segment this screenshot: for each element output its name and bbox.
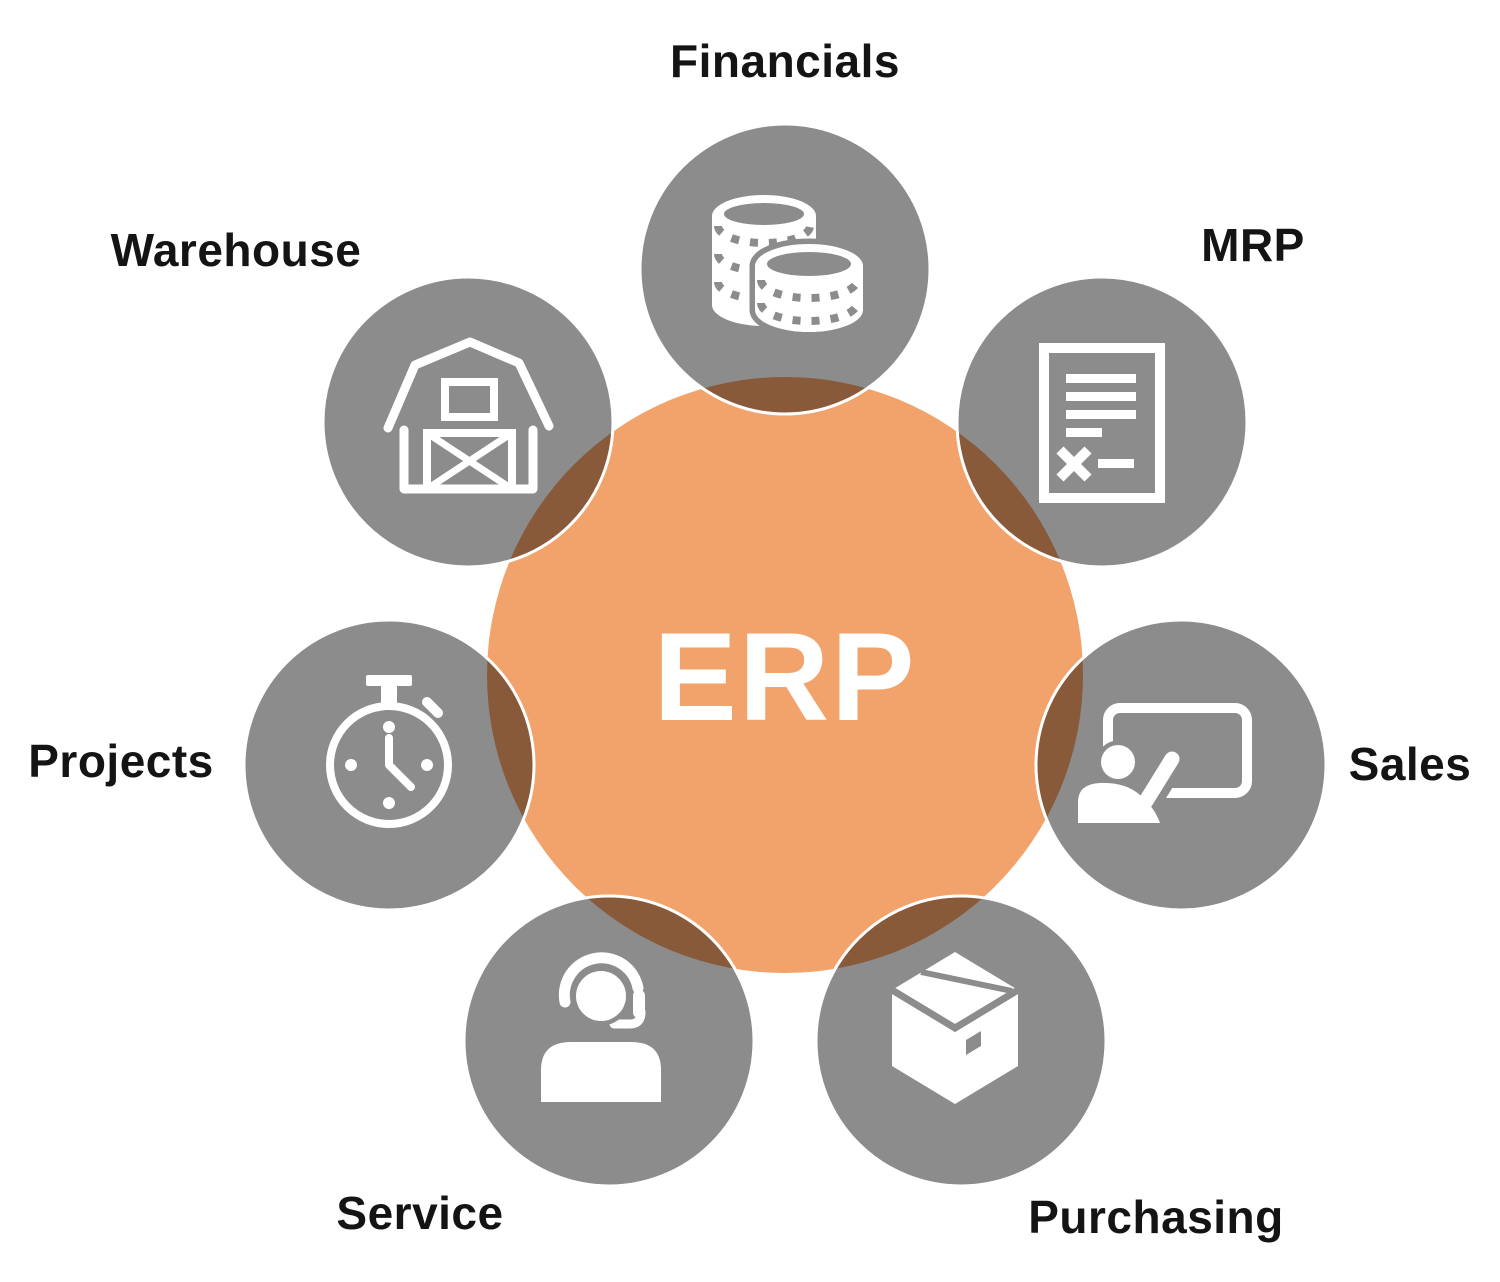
headset-agent-icon — [535, 946, 667, 1108]
module-purchasing — [814, 894, 1108, 1188]
module-service — [462, 894, 756, 1188]
presentation-board-icon — [1072, 703, 1252, 829]
stopwatch-icon — [326, 675, 452, 828]
label-financials: Financials — [670, 35, 900, 87]
module-sales — [1034, 618, 1328, 912]
label-projects: Projects — [28, 735, 214, 787]
shipping-box-icon — [890, 952, 1020, 1104]
module-mrp — [955, 275, 1249, 569]
barn-icon — [383, 337, 554, 494]
module-circle-warehouse — [323, 277, 613, 567]
label-sales: Sales — [1348, 738, 1472, 790]
module-projects — [242, 618, 536, 912]
module-ring-sales — [1034, 618, 1328, 912]
label-service: Service — [336, 1187, 504, 1239]
erp-center-circle — [487, 377, 1083, 973]
module-ring-warehouse — [321, 275, 615, 569]
module-ring-purchasing — [814, 894, 1108, 1188]
label-mrp: MRP — [1201, 219, 1305, 271]
module-ring-projects — [242, 618, 536, 912]
module-ring-mrp — [955, 275, 1249, 569]
label-purchasing: Purchasing — [1028, 1191, 1284, 1243]
coins-icon — [712, 195, 869, 338]
module-ring-service — [462, 894, 756, 1188]
erp-center-label: ERP — [653, 608, 916, 747]
module-financials — [638, 122, 932, 416]
module-circle-mrp — [957, 277, 1247, 567]
module-warehouse — [321, 275, 615, 569]
module-ring-financials — [638, 122, 932, 416]
checklist-document-icon — [1039, 343, 1165, 503]
label-warehouse: Warehouse — [110, 224, 362, 276]
